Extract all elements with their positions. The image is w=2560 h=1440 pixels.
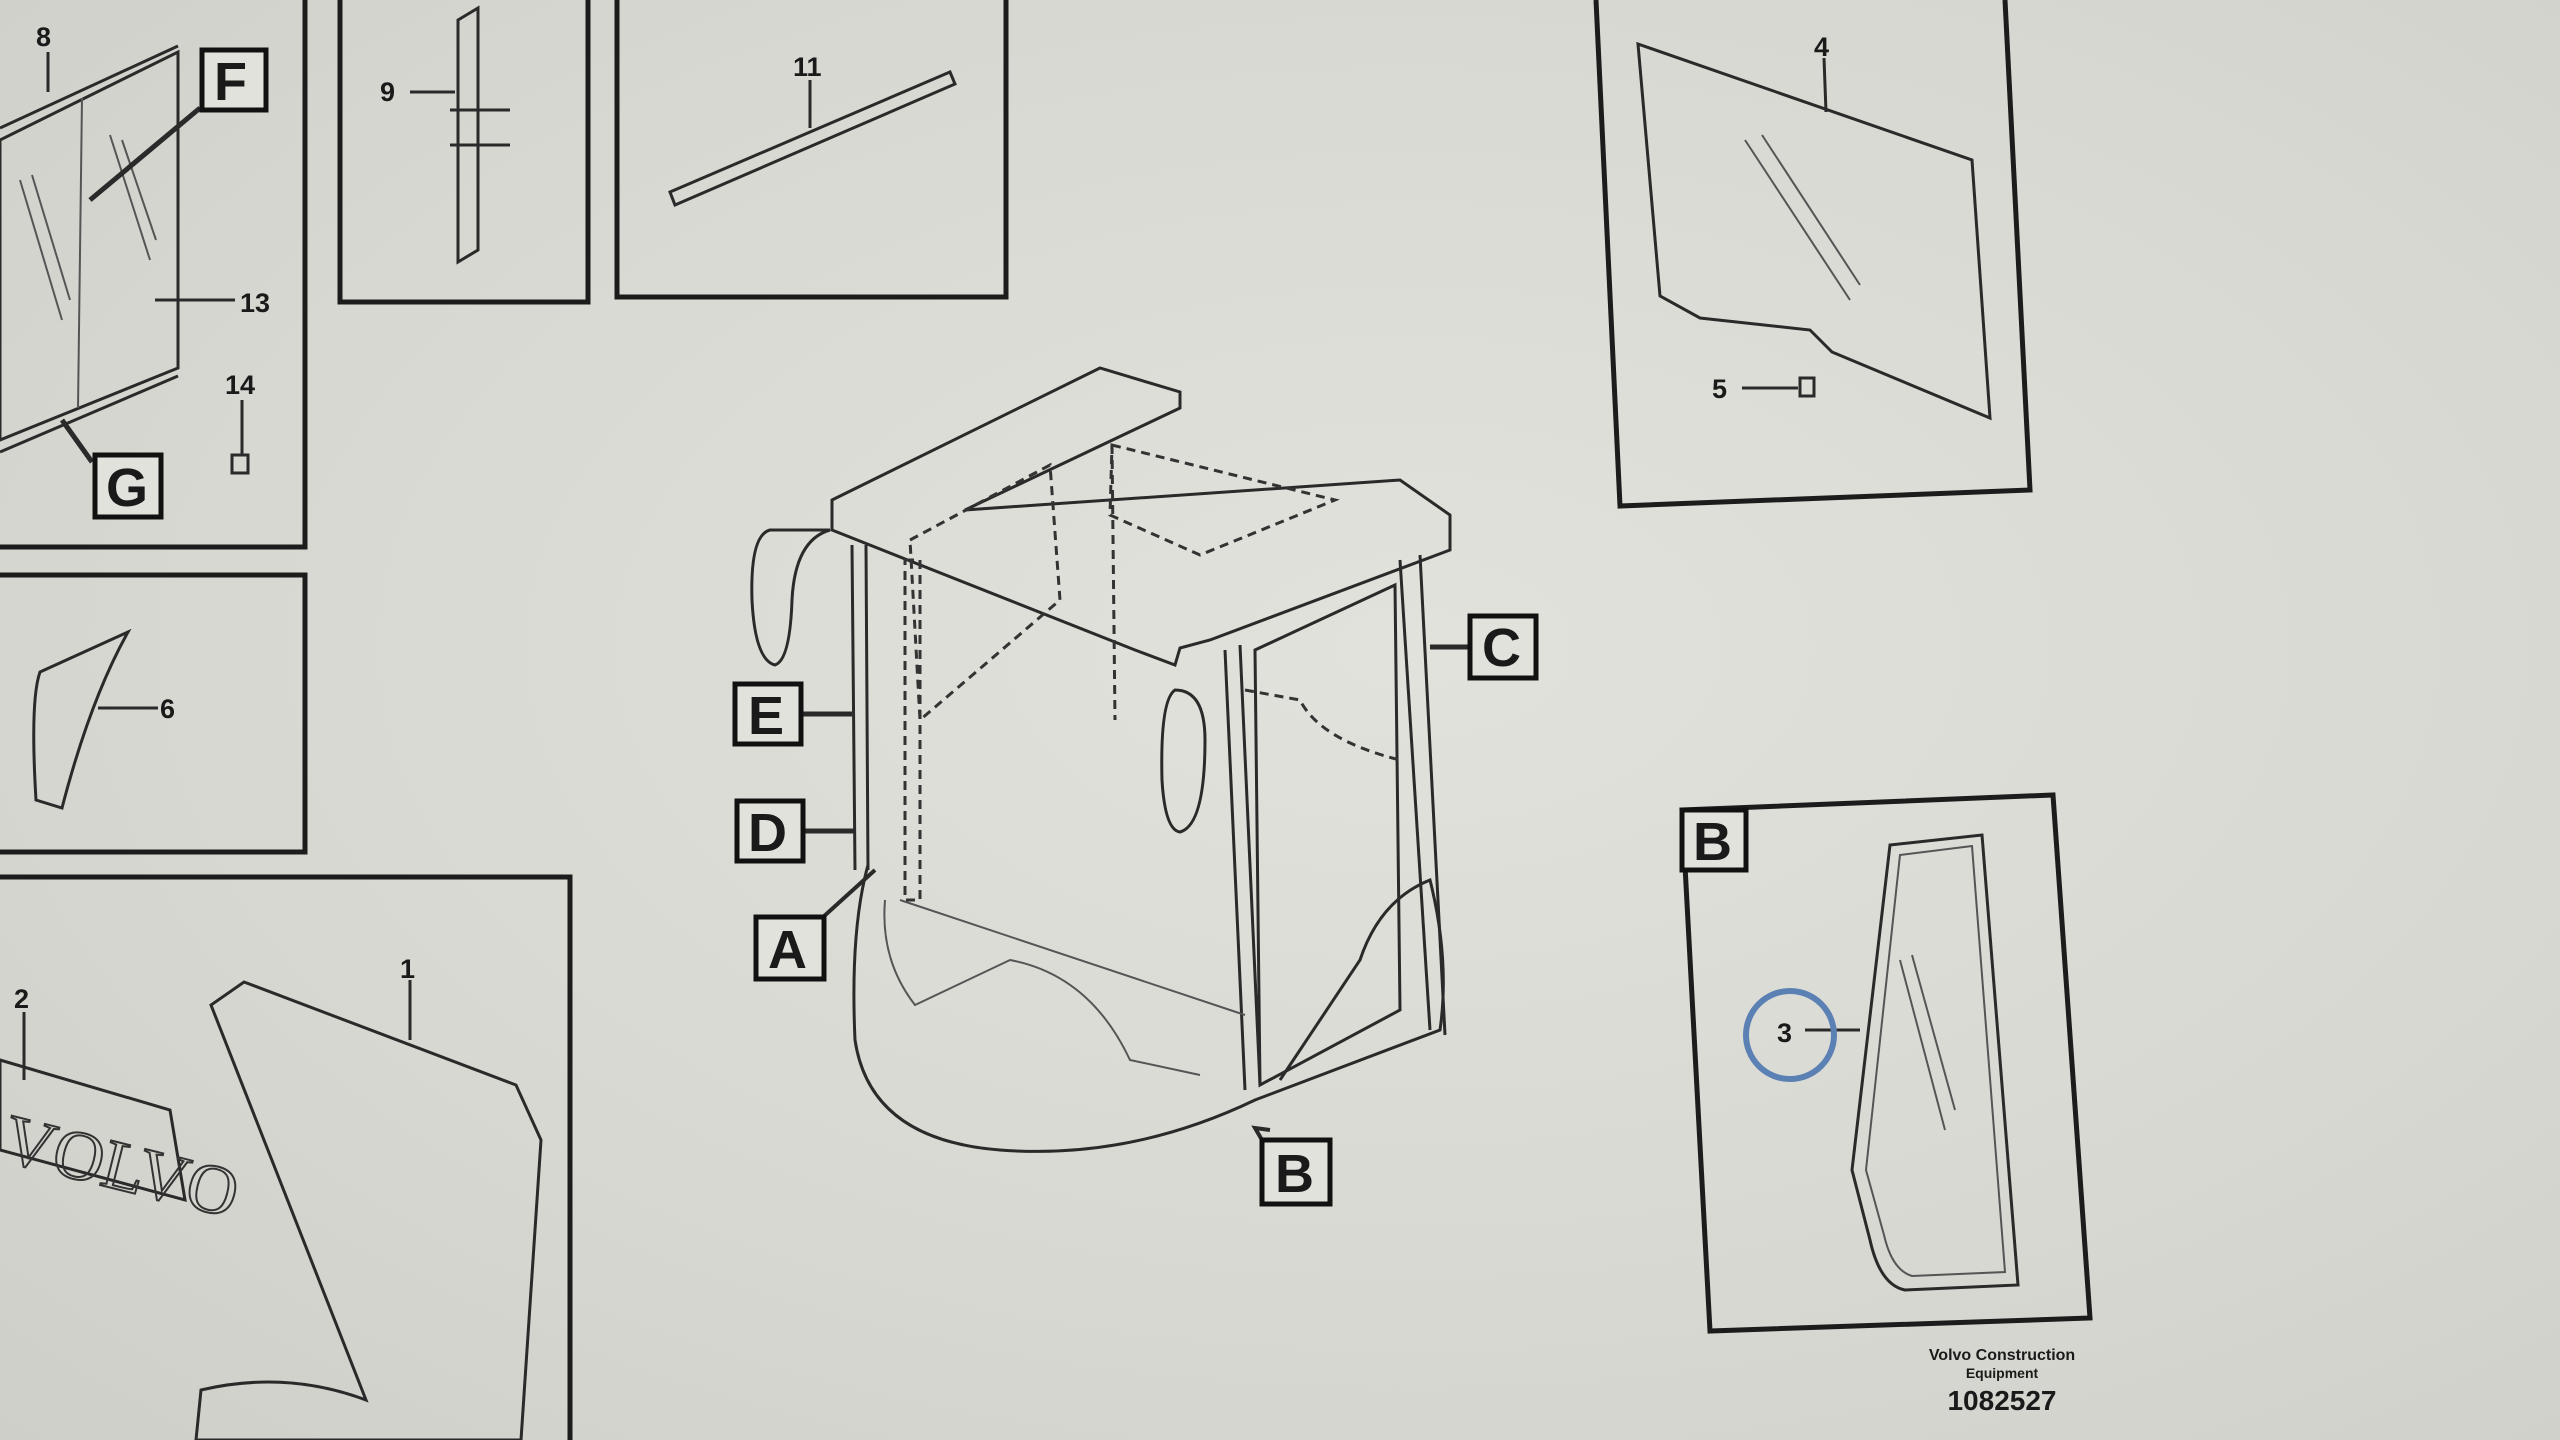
callout-box-a[interactable] (753, 914, 827, 982)
callout-box-b-detail[interactable] (1679, 807, 1749, 873)
callout-box-c[interactable] (1467, 613, 1539, 681)
cab-assembly-drawing: E D A C B (732, 366, 1539, 1207)
part-number-11[interactable]: 11 (793, 52, 822, 82)
part-number-4[interactable]: 4 (1814, 32, 1829, 62)
panel-part-6: 6 (0, 572, 308, 855)
callout-b-cab[interactable]: B (1275, 1144, 1314, 1204)
part-number-14[interactable]: 14 (225, 370, 255, 400)
highlight-circle (1743, 988, 1837, 1082)
part-number-5[interactable]: 5 (1712, 374, 1727, 404)
callout-box-b-cab[interactable] (1259, 1137, 1333, 1207)
callout-box-e[interactable] (732, 681, 804, 747)
panel-part-11: 11 (614, 0, 1009, 300)
panel-part-1-2: VOLVO 2 1 (0, 874, 573, 1440)
company-name: Volvo Construction (1929, 1347, 2075, 1364)
part-number-6[interactable]: 6 (160, 694, 175, 724)
callout-d[interactable]: D (748, 803, 787, 863)
callout-box-f[interactable] (199, 47, 269, 113)
panel-part-9: 9 (337, 0, 591, 305)
callout-f[interactable]: F (214, 52, 247, 112)
panel-door-glass: 8 F 13 14 G (0, 0, 308, 550)
part-number-2[interactable]: 2 (14, 984, 29, 1014)
part-number-13[interactable]: 13 (240, 288, 270, 318)
part-number-1[interactable]: 1 (400, 954, 415, 984)
callout-a[interactable]: A (768, 920, 807, 980)
callout-box-d[interactable] (734, 798, 806, 864)
drawing-number: 1082527 (1947, 1385, 2056, 1416)
part-number-8[interactable]: 8 (36, 22, 51, 52)
callout-box-g[interactable] (92, 452, 164, 520)
part-number-3[interactable]: 3 (1777, 1018, 1792, 1048)
callout-c[interactable]: C (1482, 618, 1521, 678)
company-name-line2: Equipment (1966, 1365, 2039, 1381)
panel-part-4: 4 5 (1593, 0, 2033, 509)
drawing-footer: Volvo Construction Equipment 1082527 (1929, 1347, 2075, 1416)
callout-g[interactable]: G (106, 458, 148, 518)
callout-b-detail: B (1693, 812, 1732, 872)
part-number-9[interactable]: 9 (380, 77, 395, 107)
callout-e[interactable]: E (748, 686, 784, 746)
volvo-logo-text: VOLVO (0, 1101, 246, 1233)
panel-detail-b: B 3 (1679, 792, 2093, 1334)
